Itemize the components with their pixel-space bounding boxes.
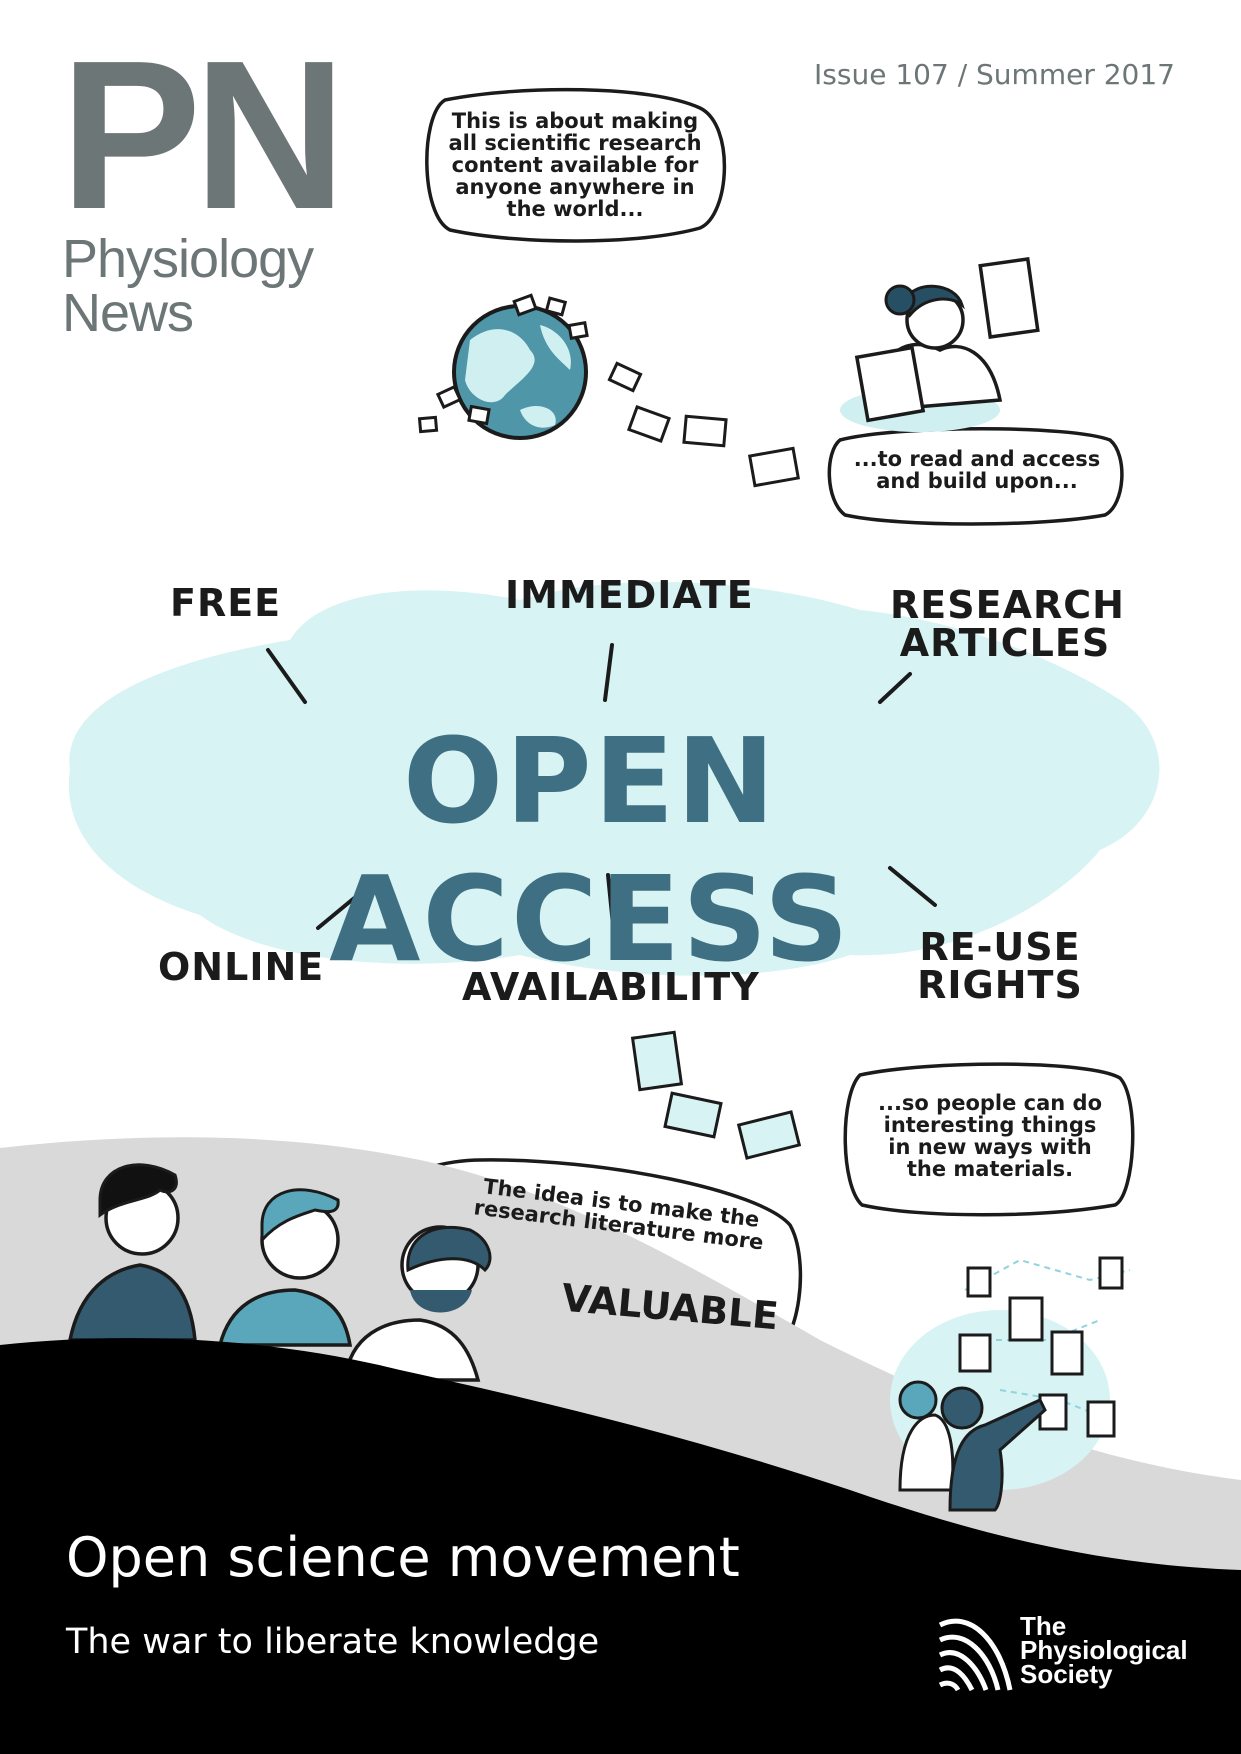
- flying-papers: [417, 293, 802, 1160]
- bubble-top-line: This is about making: [451, 109, 699, 133]
- concept-online: ONLINE: [158, 945, 325, 989]
- society-name-line: Physiological: [1020, 1635, 1188, 1665]
- concept-availability: AVAILABILITY: [462, 965, 760, 1009]
- concept-reuse-rights: RE-USE RIGHTS: [910, 928, 1090, 1004]
- issue-date: Issue 107 / Summer 2017: [814, 58, 1175, 91]
- cover-headline: Open science movement: [66, 1526, 740, 1589]
- concept-research-line: ARTICLES: [899, 621, 1111, 665]
- bubble-top-line: the world...: [506, 197, 644, 221]
- bubble-interesting-text: ...so people can do interesting things i…: [855, 1092, 1125, 1180]
- idea-board-illustration: [890, 1256, 1131, 1512]
- bubble-outlines: [425, 87, 1135, 1217]
- globe-illustration: [452, 304, 588, 440]
- concept-research-articles: RESEARCH ARTICLES: [890, 583, 1125, 665]
- bubble-read-text: ...to read and access and build upon...: [842, 448, 1112, 492]
- bubble-top-line: anyone anywhere in: [455, 175, 695, 199]
- bubble-interesting-line: in new ways with: [888, 1135, 1092, 1159]
- bubble-top-line: content available for: [451, 153, 699, 177]
- black-band: [0, 1338, 1241, 1754]
- bubble-read-line: ...to read and access: [853, 447, 1101, 471]
- society-logo-mark: [938, 1618, 1013, 1692]
- concept-reuse-line: RE-USE: [919, 925, 1081, 969]
- bubble-top-text: This is about making all scientific rese…: [440, 110, 710, 220]
- logo-pn: PN: [60, 16, 347, 253]
- logo-line-1: Physiology: [62, 229, 314, 289]
- concept-cloud: [68, 581, 1160, 976]
- concept-immediate: IMMEDIATE: [505, 573, 754, 617]
- open-access-title: OPEN ACCESS: [329, 712, 851, 988]
- logo-name: Physiology News: [62, 229, 314, 343]
- bubble-read-line: and build upon...: [876, 469, 1078, 493]
- logo-line-2: News: [62, 283, 194, 343]
- bubble-interesting-line: the materials.: [906, 1157, 1074, 1181]
- cover-subheadline: The war to liberate knowledge: [66, 1622, 600, 1662]
- society-name-line: Society: [1020, 1659, 1113, 1689]
- society-name-line: The: [1020, 1611, 1067, 1641]
- concept-research-line: RESEARCH: [890, 583, 1125, 627]
- concept-free: FREE: [170, 581, 282, 625]
- scientist-illustration: [840, 257, 1040, 432]
- concept-spokes: [266, 643, 937, 937]
- bubble-interesting-line: ...so people can do: [878, 1091, 1102, 1115]
- bubble-top-line: all scientific research: [448, 131, 702, 155]
- society-name: The Physiological Society: [1020, 1611, 1188, 1689]
- concept-reuse-line: RIGHTS: [917, 963, 1083, 1007]
- bubble-interesting-line: interesting things: [883, 1113, 1097, 1137]
